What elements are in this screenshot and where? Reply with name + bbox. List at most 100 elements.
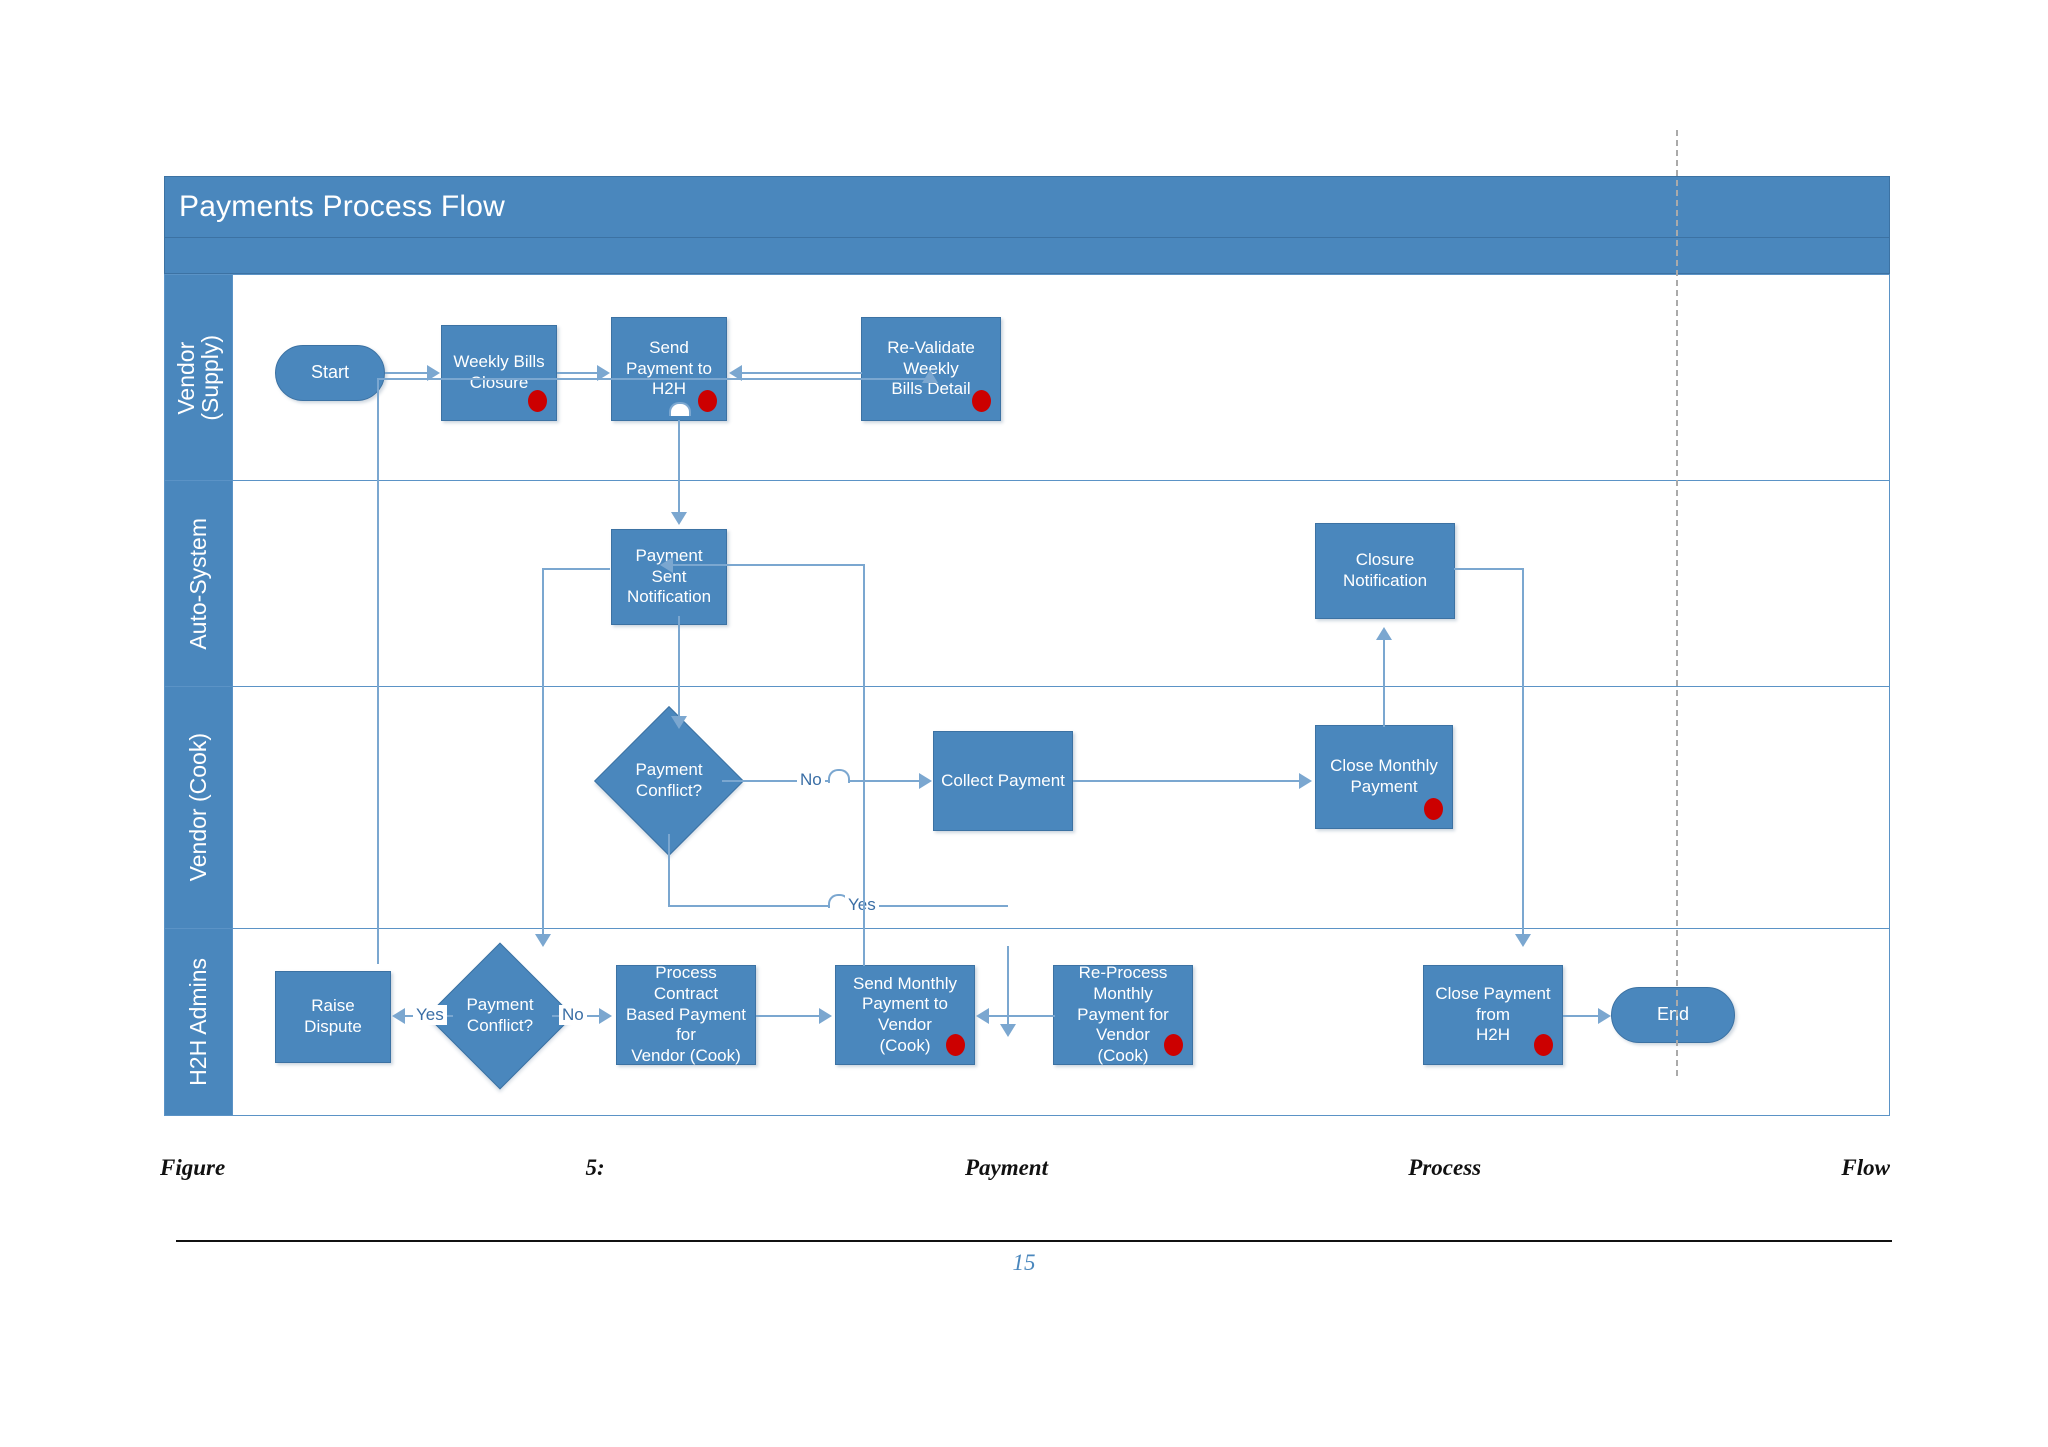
node-label: Process Contract Based Payment for Vendo… [625, 963, 746, 1066]
edge-notification-to-conflict [678, 616, 680, 722]
annotation-dot-icon [972, 390, 991, 412]
node-revalidate-weekly-bills-detail[interactable]: Re-Validate Weekly Bills Detail [861, 317, 1001, 421]
edge-arrow-icon [1299, 773, 1312, 789]
lane-header-auto-system: Auto-System [165, 481, 233, 686]
node-send-payment-to-h2h[interactable]: Send Payment to H2H [611, 317, 727, 421]
edge-close-to-closure-notif [1383, 635, 1385, 727]
edge-closure-notif-stub [1454, 568, 1524, 570]
lane-header-vendor-cook: Vendor (Cook) [165, 687, 233, 928]
lane-header-vendor-supply: Vendor (Supply) [165, 275, 233, 480]
edge-notif-left-stub [542, 568, 610, 570]
edge-revalidate-to-send [742, 372, 862, 374]
lane-body-h2h-admins: Raise Dispute Payment Conflict? Process … [233, 929, 1889, 1115]
lane-vendor-cook: Vendor (Cook) Payment Conflict? Collect … [164, 627, 1890, 929]
node-label: Weekly Bills Closure [453, 352, 545, 392]
edge-arrow-icon [976, 1008, 989, 1024]
edge-arrow-icon [919, 773, 932, 789]
node-label: End [1656, 1004, 1690, 1025]
edge-arrow-icon [599, 1008, 612, 1024]
footer-rule [176, 1240, 1892, 1242]
edge-process-to-send-monthly [756, 1015, 821, 1017]
caption-word-number: 5: [585, 1155, 605, 1180]
node-payment-sent-notification[interactable]: Payment Sent Notification [611, 529, 727, 625]
edge-arrow-icon [535, 934, 551, 947]
node-label: Payment Conflict? [466, 995, 534, 1035]
node-end[interactable]: End [1611, 987, 1735, 1043]
node-label: Start [310, 362, 349, 383]
edge-arrow-icon [427, 365, 440, 381]
edge-close-to-end [1563, 1015, 1601, 1017]
edge-start-to-weekly [385, 372, 428, 374]
node-send-monthly-payment-to-vendor[interactable]: Send Monthly Payment to Vendor (Cook) [835, 965, 975, 1065]
caption-word-process: Process [1408, 1155, 1482, 1180]
page-number: 15 [1012, 1250, 1036, 1275]
edge-weekly-to-send [557, 372, 599, 374]
edge-arrow-icon [1000, 1024, 1016, 1037]
caption-word-figure: Figure [160, 1155, 226, 1180]
caption-word-payment: Payment [964, 1155, 1048, 1180]
edge-arrow-icon [392, 1008, 405, 1024]
edge-conflict-yes-cook-down [668, 834, 670, 906]
pool-title-bar: Payments Process Flow [164, 176, 1890, 238]
annotation-dot-icon [1534, 1034, 1553, 1056]
node-label: Re-Process Monthly Payment for Vendor (C… [1077, 963, 1169, 1066]
node-close-monthly-payment[interactable]: Close Monthly Payment [1315, 725, 1453, 829]
lane-stack: Vendor (Supply) Start Weekly Bills Closu… [164, 274, 1890, 1116]
edge-arrow-icon [1515, 934, 1531, 947]
node-process-contract-based-payment[interactable]: Process Contract Based Payment for Vendo… [616, 963, 756, 1066]
node-label: Collect Payment [941, 770, 1065, 790]
edge-label-no-h2h: No [559, 1005, 587, 1025]
edge-yes-cook-to-reprocess [1007, 946, 1009, 1032]
edge-arrow-icon [671, 716, 687, 729]
annotation-dot-icon [1164, 1034, 1183, 1056]
node-start[interactable]: Start [275, 345, 385, 401]
connector-hop-icon [669, 402, 691, 416]
lane-label: H2H Admins [185, 958, 212, 1086]
edge-sendmonthly-to-notif-vertical [863, 564, 865, 966]
edge-label-no-cook: No [797, 770, 825, 790]
lane-label: Auto-System [185, 517, 212, 650]
lane-vendor-supply: Vendor (Supply) Start Weekly Bills Closu… [164, 274, 1890, 481]
pool-subheader-bar [164, 238, 1890, 274]
edge-arrow-icon [1598, 1008, 1611, 1024]
node-close-payment-from-h2h[interactable]: Close Payment from H2H [1423, 965, 1563, 1065]
node-label: Payment Conflict? [635, 760, 703, 800]
node-label: Close Monthly Payment [1330, 756, 1438, 796]
annotation-dot-icon [698, 390, 717, 412]
edge-label-yes-cook: Yes [845, 895, 879, 915]
node-closure-notification[interactable]: Closure Notification [1315, 523, 1455, 619]
edge-dispute-to-revalidate-vertical [377, 378, 379, 964]
edge-send-to-notification [678, 420, 680, 520]
node-raise-dispute[interactable]: Raise Dispute [275, 971, 391, 1063]
node-reprocess-monthly-payment[interactable]: Re-Process Monthly Payment for Vendor (C… [1053, 963, 1193, 1066]
phase-divider [1676, 130, 1678, 1076]
lane-body-vendor-cook: Payment Conflict? Collect Payment Close … [233, 627, 1889, 928]
edge-arrow-icon [922, 370, 938, 383]
caption-word-flow: Flow [1841, 1155, 1890, 1180]
node-weekly-bills-closure[interactable]: Weekly Bills Closure [441, 325, 557, 421]
node-label: Send Payment to H2H [626, 337, 712, 399]
node-label: Payment Sent Notification [626, 545, 712, 607]
edge-label-yes-h2h: Yes [413, 1005, 447, 1025]
node-label: Re-Validate Weekly Bills Detail [887, 337, 975, 399]
lane-label: Vendor (Supply) [173, 334, 224, 421]
edge-arrow-icon [597, 365, 610, 381]
node-label: Send Monthly Payment to Vendor (Cook) [853, 973, 957, 1055]
edge-collect-to-close [1073, 780, 1301, 782]
edge-arrow-icon [819, 1008, 832, 1024]
node-label: Raise Dispute [304, 996, 362, 1036]
node-decision-payment-conflict-h2h[interactable]: Payment Conflict? [426, 942, 574, 1090]
node-collect-payment[interactable]: Collect Payment [933, 731, 1073, 831]
lane-header-h2h-admins: H2H Admins [165, 929, 233, 1115]
connector-hop-icon [828, 769, 850, 783]
annotation-dot-icon [528, 390, 547, 412]
edge-dispute-to-revalidate-horizontal [377, 378, 929, 380]
swimlane-pool: Payments Process Flow Vendor (Supply) St… [164, 130, 1890, 1116]
annotation-dot-icon [1424, 798, 1443, 820]
page-title: Payments Process Flow [179, 190, 505, 223]
lane-label: Vendor (Cook) [185, 733, 212, 882]
node-decision-payment-conflict-cook[interactable]: Payment Conflict? [594, 706, 744, 856]
figure-caption: Figure 5: Payment Process Flow [160, 1155, 1890, 1181]
edge-arrow-icon [729, 365, 742, 381]
edge-arrow-icon [660, 557, 673, 573]
